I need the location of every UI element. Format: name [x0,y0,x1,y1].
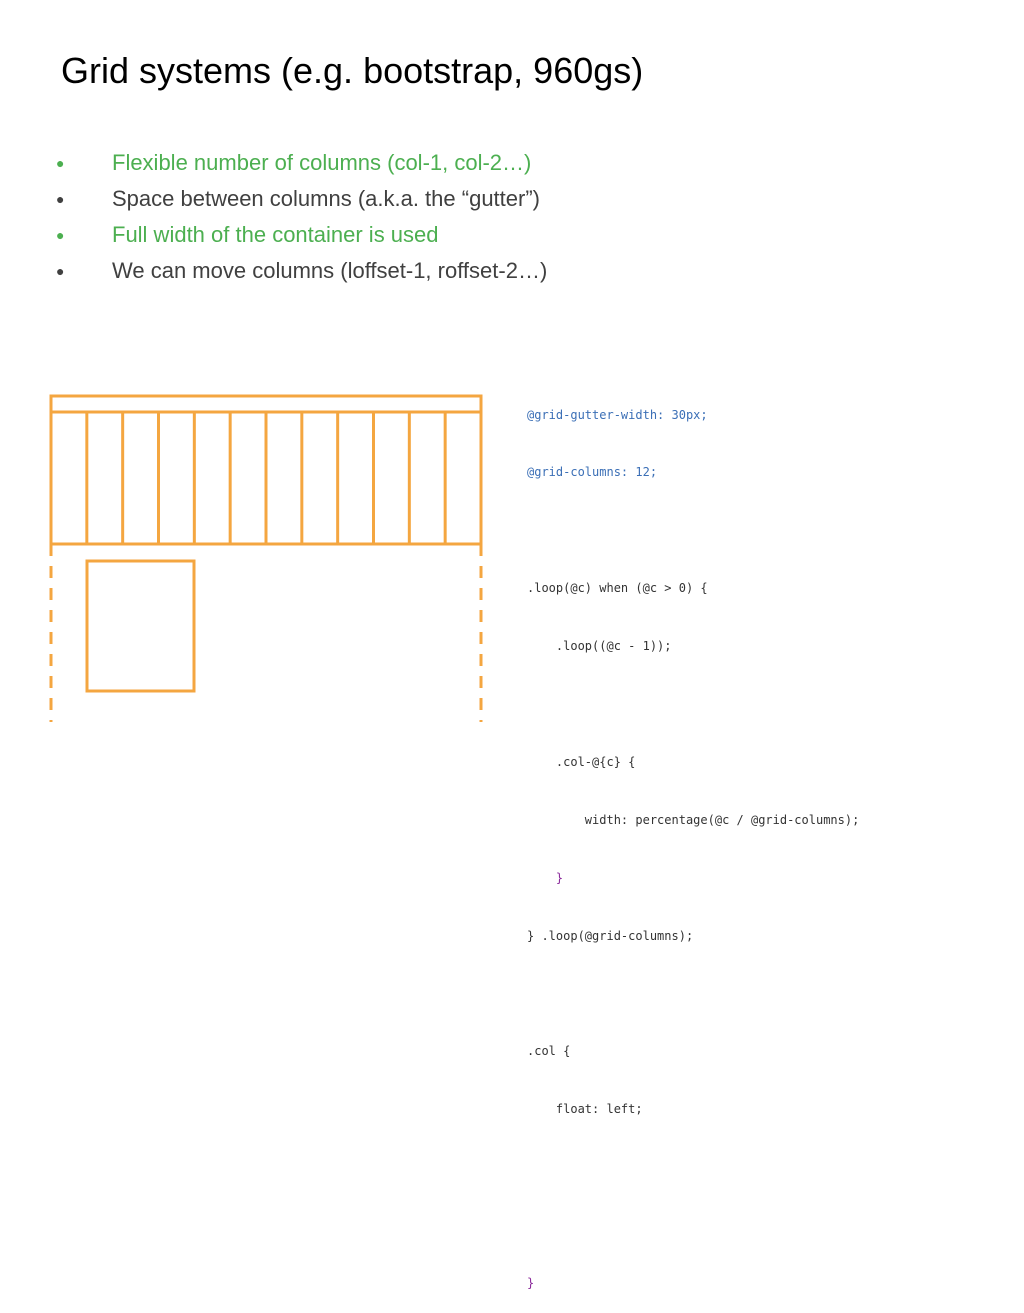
code-line: @grid-gutter-width: 30px; [527,406,859,425]
bullet-item: ● Full width of the container is used [56,217,547,253]
bullet-text: Full width of the container is used [112,222,439,247]
code-token: .col-@{c} { [527,754,636,769]
code-line: } [527,1274,859,1293]
code-line: } [527,869,859,888]
code-line [527,521,859,540]
code-line: width: percentage(@c / @grid-columns); [527,811,860,830]
code-token: .col { [527,1044,571,1059]
code-line [527,1158,859,1177]
grid-column-dividers [85,412,447,544]
code-line [527,695,859,714]
code-line [527,1216,859,1235]
bullet-dot-icon: ● [56,227,65,243]
code-token: @grid-columns: 12; [527,465,658,480]
bullet-dot-icon: ● [56,263,65,279]
code-line: @grid-columns: 12; [527,463,859,482]
code-token: } [527,1275,535,1290]
bullet-text: We can move columns (loffset-1, roffset-… [112,258,548,283]
code-line: } .loop(@grid-columns); [527,927,859,946]
bullet-dot-icon: ● [56,191,65,207]
code-token: } .loop(@grid-columns); [527,928,694,943]
slide-title: Grid systems (e.g. bootstrap, 960gs) [61,50,644,91]
code-line: .loop((@c - 1)); [527,637,859,656]
bullet-dot-icon: ● [56,155,65,171]
bullet-item: ● Flexible number of columns (col-1, col… [56,145,547,181]
bullet-item: ● Space between columns (a.k.a. the “gut… [56,181,547,217]
column-block [85,559,196,693]
grid-container-top-bar [49,394,483,414]
code-token: @grid-gutter-width: 30px; [527,407,708,422]
bullet-text: Flexible number of columns (col-1, col-2… [112,150,532,175]
code-line: .col-@{c} { [527,753,859,772]
grid-diagram [49,394,483,722]
bullet-list: ● Flexible number of columns (col-1, col… [56,145,547,289]
code-token: } [527,870,564,885]
code-token: width: percentage(@c / @grid-columns); [527,812,860,827]
bullet-text: Space between columns (a.k.a. the “gutte… [112,186,540,211]
bullet-item: ● We can move columns (loffset-1, roffse… [56,253,547,289]
code-line [527,985,859,1004]
code-token: .loop(@c) when (@c > 0) { [527,581,708,596]
less-code-block: @grid-gutter-width: 30px; @grid-columns:… [527,367,859,1313]
code-line: .col { [527,1042,859,1061]
code-line: .loop(@c) when (@c > 0) { [527,579,859,598]
code-token: float: left; [527,1102,643,1117]
code-line: float: left; [527,1100,859,1119]
code-token: .loop((@c - 1)); [527,639,672,654]
